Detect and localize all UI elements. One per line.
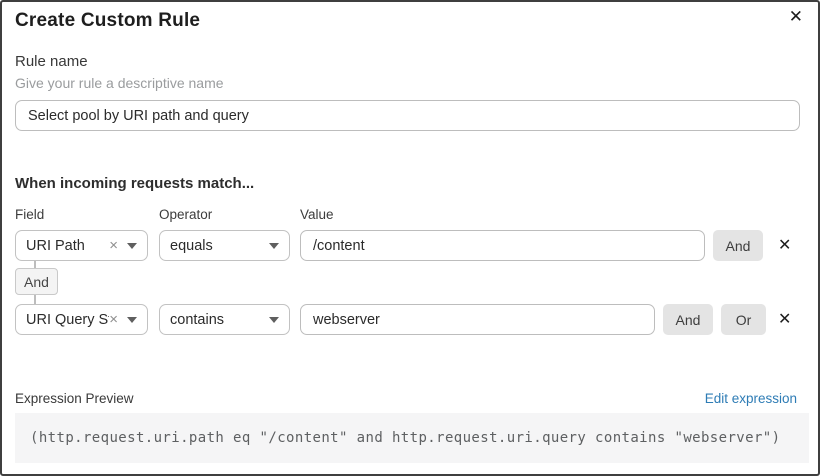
rule-name-hint: Give your rule a descriptive name [15,75,224,91]
operator-select-row2-label: contains [170,311,225,328]
operator-select-row1[interactable]: equals [159,230,290,261]
value-input-row2[interactable] [300,304,655,335]
edit-expression-link[interactable]: Edit expression [704,391,797,406]
rule-name-input[interactable] [15,100,800,131]
remove-condition-icon-row2[interactable]: ✕ [778,311,792,328]
field-select-row2[interactable]: URI Query St... × [15,304,148,335]
and-connector-badge: And [15,268,58,295]
expression-preview-label: Expression Preview [15,391,134,406]
connector-line-top [34,261,36,269]
dialog-title: Create Custom Rule [15,10,201,31]
or-button-row2[interactable]: Or [721,304,766,335]
chevron-down-icon [269,316,279,323]
column-header-operator: Operator [159,207,213,222]
chevron-down-icon [127,242,137,249]
operator-select-row1-label: equals [170,237,213,254]
value-input-row1[interactable] [300,230,705,261]
connector-line-bottom [34,295,36,305]
remove-condition-icon-row1[interactable]: ✕ [778,237,792,254]
match-section-heading: When incoming requests match... [15,175,255,192]
column-header-field: Field [15,207,45,222]
clear-icon[interactable]: × [109,237,118,254]
close-icon[interactable]: ✕ [788,7,803,26]
and-button-row1[interactable]: And [713,230,763,261]
operator-select-row2[interactable]: contains [159,304,290,335]
chevron-down-icon [269,242,279,249]
rule-name-label: Rule name [15,53,88,70]
field-select-row1[interactable]: URI Path × [15,230,148,261]
field-select-row1-label: URI Path [26,237,85,254]
clear-icon[interactable]: × [109,311,118,328]
field-select-row2-label: URI Query St... [26,311,109,328]
expression-code: (http.request.uri.path eq "/content" and… [15,413,809,463]
column-header-value: Value [300,207,334,222]
and-button-row2[interactable]: And [663,304,713,335]
chevron-down-icon [127,316,137,323]
